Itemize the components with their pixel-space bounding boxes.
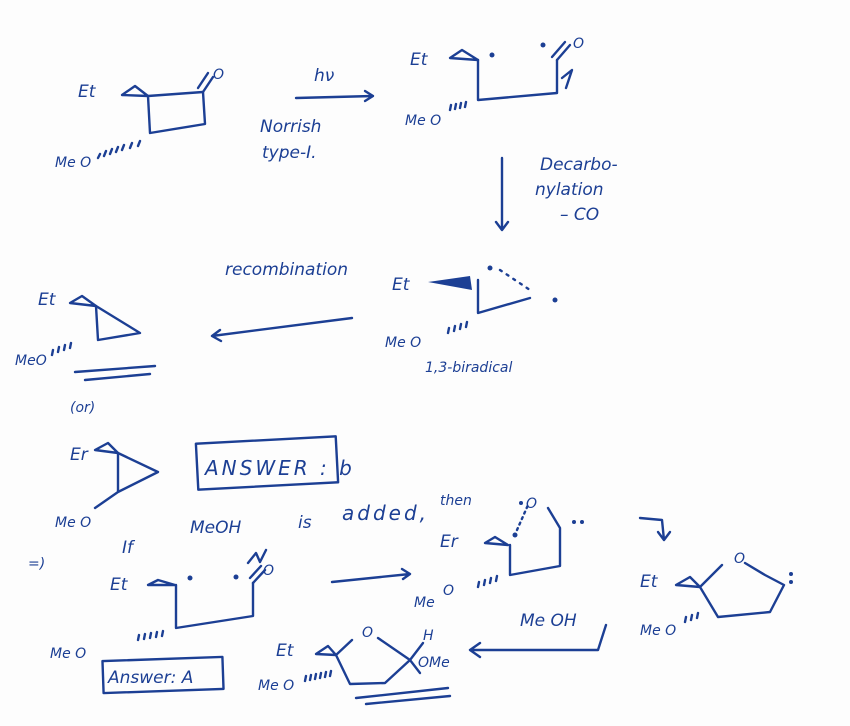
sentence-word: If <box>122 538 136 558</box>
oxygen-label: O <box>573 36 584 52</box>
sentence-word: is <box>298 513 312 533</box>
meoh-section: =) If MeOH is added, then Et O Me O Answ… <box>28 493 793 706</box>
biradical-13: Et Me O 1,3-biradical <box>385 265 558 376</box>
chain-bonds <box>508 506 562 577</box>
et-label: Et <box>410 50 429 70</box>
meo-label: Me O <box>50 646 86 662</box>
sentence-word: MeOH <box>190 518 242 538</box>
dotted-bond <box>498 268 532 292</box>
wedge-bond <box>146 578 177 587</box>
h-label: H <box>423 628 434 644</box>
recombination-label: recombination <box>225 260 348 280</box>
oxygen-label: O <box>362 625 373 641</box>
ring-bonds <box>334 636 412 686</box>
reaction-arrow <box>494 156 510 232</box>
reaction-arrow <box>638 516 672 542</box>
carbonyl-bond <box>248 564 267 585</box>
minus-co-label: – CO <box>560 205 599 225</box>
meo-label: Me O <box>258 678 294 694</box>
meo-label: Me O <box>55 155 91 171</box>
implies-symbol: =) <box>28 556 45 572</box>
er-label: Er <box>440 532 459 552</box>
chain-bonds <box>476 278 532 315</box>
reaction-arrow <box>468 623 608 659</box>
norrish-label: Norrish <box>260 117 321 137</box>
hash-bond <box>446 320 469 335</box>
wedge-bond <box>314 644 338 657</box>
reaction-arrow <box>210 316 354 343</box>
er-label: Er <box>70 445 89 465</box>
reaction-arrow <box>330 567 412 584</box>
oxygen-label: O <box>443 583 454 599</box>
wedge-bond <box>448 48 480 62</box>
wedge-bond <box>483 535 510 547</box>
resonance-squiggle <box>246 548 268 565</box>
meo-label: Me O <box>405 113 441 129</box>
meoh-reagent-label: Me OH <box>520 611 577 631</box>
hash-bond <box>50 341 73 357</box>
answer-b-text: ANSWER : b <box>203 456 355 480</box>
hash-bond <box>448 100 468 112</box>
reaction-arrow <box>294 89 375 103</box>
meo-label: MeO <box>15 353 47 369</box>
recombination-step: recombination <box>210 260 354 343</box>
answer-a-box <box>101 655 225 695</box>
me-label: Me <box>414 595 435 611</box>
et-label: Et <box>78 82 97 102</box>
carbonyl-bond <box>196 71 215 94</box>
ome-label: OMe <box>418 655 450 671</box>
cyclopropane-product: Et MeO (or) Er Me O <box>15 290 160 531</box>
cyclobutanone-start: Et O Me O <box>55 67 224 171</box>
oxygen-label: O <box>263 563 274 579</box>
substituent-bonds <box>408 641 425 675</box>
hv-label: hν <box>314 66 335 86</box>
sentence-word: then <box>440 493 472 509</box>
chain-bonds <box>174 581 255 630</box>
ring-bonds <box>146 90 207 135</box>
norrish-step: hν Norrish type-I. <box>260 66 375 163</box>
ring-bonds <box>94 304 142 342</box>
meo-label: Me O <box>640 623 676 639</box>
hash-bond <box>476 574 499 589</box>
double-underline <box>73 364 157 382</box>
et-label: Et <box>640 572 659 592</box>
ring-bonds <box>93 451 160 510</box>
oxygen-label: O <box>526 496 537 512</box>
hash-bond <box>683 611 700 624</box>
answer-b-box: ANSWER : b <box>194 435 355 491</box>
double-underline <box>354 686 452 706</box>
et-label: Et <box>392 275 411 295</box>
nylation-label: nylation <box>535 180 604 200</box>
decarbonylation-step: Decarbo- nylation – CO <box>494 155 618 232</box>
hash-bond <box>303 669 333 683</box>
et-label: Et <box>110 575 129 595</box>
biradical-label: 1,3-biradical <box>425 360 512 376</box>
chain-bonds <box>476 58 559 102</box>
sentence-word: added, <box>342 501 429 525</box>
carbonyl-bond <box>550 40 572 62</box>
wedge-bond <box>93 441 120 455</box>
oxygen-label: O <box>213 67 224 83</box>
oxygen-label: O <box>734 551 745 567</box>
et-label: Et <box>276 641 295 661</box>
meo-label: Me O <box>55 515 91 531</box>
cleavage-mark <box>560 68 574 90</box>
answer-a-text: Answer: A <box>107 668 193 688</box>
et-label: Et <box>38 290 57 310</box>
wedge-bond <box>68 294 98 308</box>
wedge-bond <box>120 84 150 98</box>
wedge-bond <box>428 276 472 290</box>
acyl-biradical: Et O Me O <box>405 36 584 129</box>
type-label: type-I. <box>262 143 317 163</box>
hash-bond <box>96 139 142 160</box>
hash-bond <box>136 629 165 642</box>
dotted-bond <box>515 503 530 532</box>
decarbo-label: Decarbo- <box>540 155 618 175</box>
wedge-bond <box>674 575 702 589</box>
ring-bonds <box>698 561 786 619</box>
or-label: (or) <box>70 400 95 416</box>
meo-label: Me O <box>385 335 421 351</box>
